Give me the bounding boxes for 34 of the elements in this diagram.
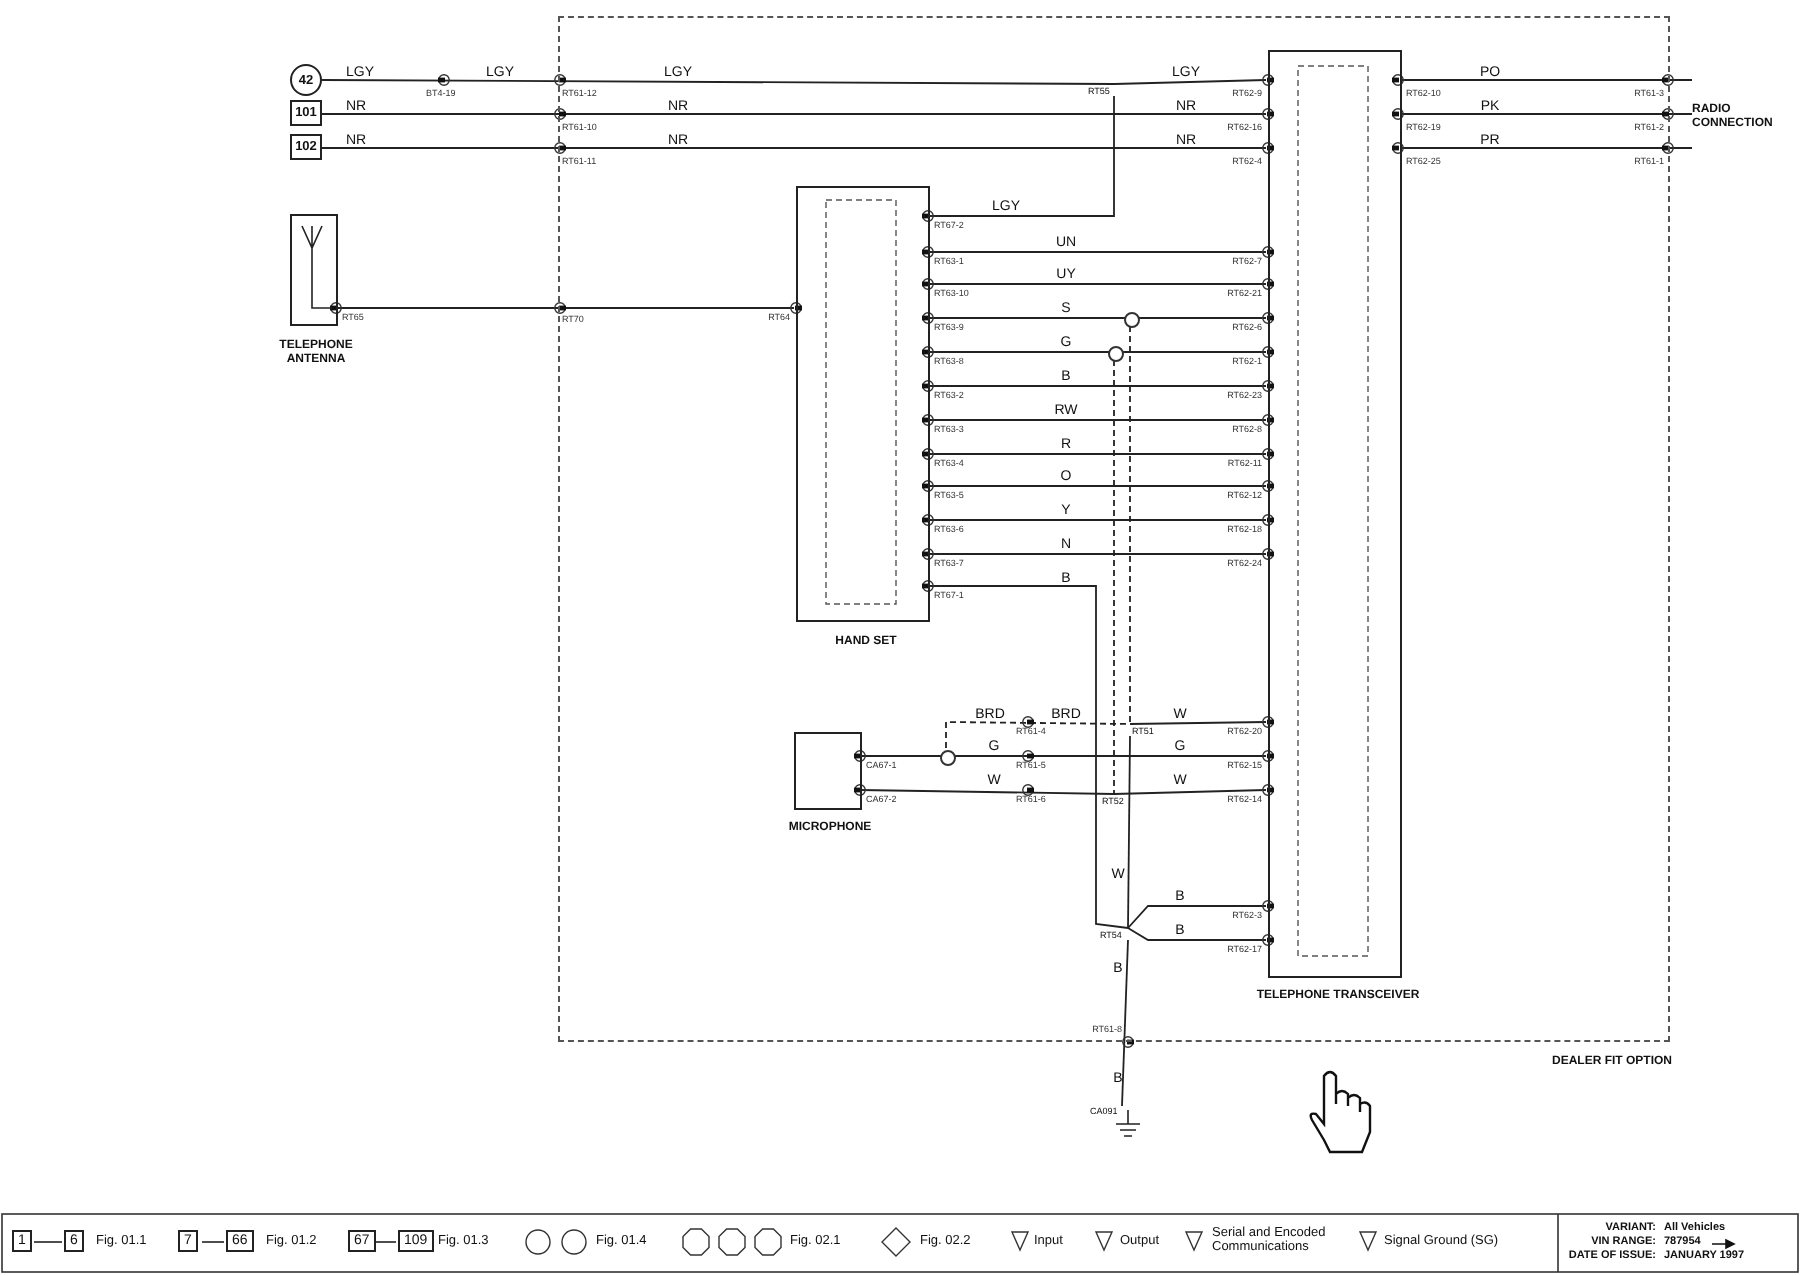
wire [1121, 939, 1129, 1107]
shield-circle [940, 750, 956, 766]
shield-wire [1113, 359, 1115, 795]
wire [927, 351, 1267, 353]
wire [1127, 735, 1131, 929]
wire [927, 485, 1267, 487]
shield-wire [1129, 325, 1131, 725]
wire [927, 283, 1267, 285]
wire [927, 385, 1267, 387]
shield-wire [945, 721, 1131, 749]
wire [1113, 789, 1267, 795]
wire [927, 453, 1267, 455]
wire [1129, 721, 1267, 725]
wire [927, 419, 1267, 421]
wire [927, 251, 1267, 253]
wire [927, 519, 1267, 521]
wire [321, 79, 1115, 85]
wire [927, 95, 1115, 217]
wire [1127, 905, 1267, 929]
wire [321, 113, 1267, 115]
wire [1399, 79, 1693, 81]
wire [321, 147, 1267, 149]
wire [1127, 927, 1267, 941]
wire [1399, 113, 1693, 115]
wire [859, 755, 1267, 757]
shield-circle [1108, 346, 1124, 362]
wire [927, 585, 1129, 929]
wire [859, 789, 1115, 795]
wire [1399, 147, 1693, 149]
wire [927, 553, 1267, 555]
shield-circle [1124, 312, 1140, 328]
wire [337, 307, 795, 309]
wire [927, 317, 1267, 319]
wire [1113, 79, 1267, 85]
